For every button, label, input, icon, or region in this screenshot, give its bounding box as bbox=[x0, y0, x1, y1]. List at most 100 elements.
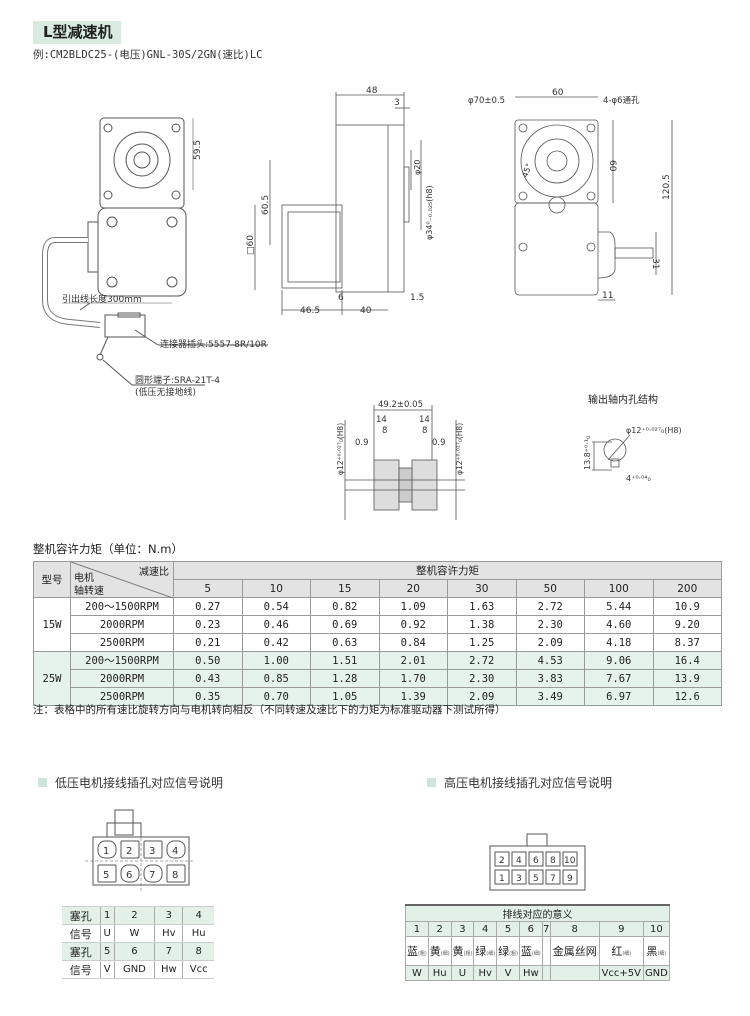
dim-bore-left: φ12⁺⁰·⁰²⁷₀(H8) bbox=[336, 423, 345, 475]
svg-text:6: 6 bbox=[126, 870, 132, 881]
dim-120-5: 120.5 bbox=[662, 174, 672, 200]
motor-side-view: 48 3 φ20 φ34⁰₋₀.₀₂₅(h8) 60.5 □60 6 1.5 4… bbox=[246, 86, 434, 316]
ratio-header: 100 bbox=[584, 579, 654, 598]
svg-text:2: 2 bbox=[126, 846, 132, 857]
svg-text:8: 8 bbox=[550, 856, 556, 866]
connector-pin: 3 bbox=[143, 840, 163, 859]
row-label: 信号 bbox=[62, 960, 101, 979]
speed-cell: 200～1500RPM bbox=[70, 651, 174, 670]
signal-value: W bbox=[113, 924, 155, 943]
torque-value: 0.92 bbox=[378, 615, 448, 634]
torque-value: 2.30 bbox=[447, 669, 517, 688]
dimension-drawings: 59.5 48 3 φ20 φ34⁰₋₀.₀₂₅(h8) 60.5 □60 6 … bbox=[42, 86, 682, 520]
ratio-header: 10 bbox=[241, 579, 311, 598]
torque-value: 1.09 bbox=[378, 597, 448, 616]
model-cell: 25W bbox=[33, 651, 71, 706]
wire-color: 黄(粗) bbox=[450, 936, 475, 966]
svg-text:3: 3 bbox=[149, 846, 155, 857]
torque-value: 1.05 bbox=[310, 687, 380, 706]
torque-value: 2.72 bbox=[447, 651, 517, 670]
pin-number: 3 bbox=[450, 921, 475, 937]
pin-number: 4 bbox=[182, 906, 214, 925]
connector-pin: 2 bbox=[494, 851, 510, 867]
dim-13-8: 13.8⁺⁰·¹₀ bbox=[583, 436, 592, 470]
torque-value: 2.72 bbox=[515, 597, 585, 616]
torque-value: 9.20 bbox=[652, 615, 722, 634]
pin-number: 9 bbox=[598, 921, 644, 937]
svg-text:2: 2 bbox=[499, 856, 505, 866]
section-marker-icon bbox=[38, 778, 47, 787]
dim-59-5: 59.5 bbox=[193, 140, 203, 160]
ratio-header: 15 bbox=[310, 579, 380, 598]
header-model: 型号 bbox=[33, 561, 71, 598]
connector-pin: 4 bbox=[166, 840, 186, 859]
signal-value: Hw bbox=[154, 960, 183, 979]
svg-text:8: 8 bbox=[172, 870, 178, 881]
wire-gauge: (细) bbox=[657, 951, 667, 957]
bearing-section-view: 49.2±0.05 14 14 8 8 0.9 0.9 φ12⁺⁰·⁰²⁷₀(H… bbox=[336, 400, 465, 520]
wire-color-name: 蓝 bbox=[406, 945, 418, 958]
torque-value: 1.51 bbox=[310, 651, 380, 670]
row-label: 信号 bbox=[62, 924, 101, 943]
connector-pin: 5 bbox=[97, 864, 117, 883]
svg-text:7: 7 bbox=[550, 874, 556, 884]
speed-cell: 2000RPM bbox=[70, 615, 174, 634]
torque-value: 0.54 bbox=[241, 597, 311, 616]
svg-text:9: 9 bbox=[567, 874, 573, 884]
torque-value: 0.63 bbox=[310, 633, 380, 652]
torque-value: 13.9 bbox=[652, 669, 722, 688]
torque-value: 16.4 bbox=[652, 651, 722, 670]
pin-number: 6 bbox=[518, 921, 543, 937]
torque-value: 8.37 bbox=[652, 633, 722, 652]
torque-value: 6.97 bbox=[584, 687, 654, 706]
torque-value: 10.9 bbox=[652, 597, 722, 616]
lead-length-label: 引出线长度300mm bbox=[62, 295, 142, 305]
connector-label: 连接器插头:5557-8R/10R bbox=[160, 340, 267, 350]
torque-value: 1.63 bbox=[447, 597, 517, 616]
torque-value: 4.53 bbox=[515, 651, 585, 670]
wire-color: 蓝(粗) bbox=[405, 936, 429, 966]
connector-pin: 7 bbox=[545, 869, 561, 885]
connector-pin: 1 bbox=[494, 869, 510, 885]
header-ratio-speed: 减速比 电机 轴转速 bbox=[70, 561, 174, 598]
signal-value: Hw bbox=[518, 965, 543, 981]
torque-value: 4.18 bbox=[584, 633, 654, 652]
speed-cell: 2500RPM bbox=[70, 687, 174, 706]
dim-45: 45° bbox=[520, 162, 533, 178]
wire-color-name: 黄 bbox=[429, 945, 441, 958]
wire-color-name: 绿 bbox=[498, 945, 510, 958]
torque-value: 0.69 bbox=[310, 615, 380, 634]
header-torque-group: 整机容许力矩 bbox=[173, 561, 722, 580]
dim-8-left: 8 bbox=[382, 426, 387, 436]
wire-gauge: (细) bbox=[486, 951, 496, 957]
signal-value bbox=[549, 965, 600, 981]
signal-value: Vcc+5V bbox=[598, 965, 644, 981]
dim-holes: 4-φ6通孔 bbox=[603, 95, 640, 106]
dim-14-left: 14 bbox=[376, 415, 387, 425]
svg-text:5: 5 bbox=[533, 874, 539, 884]
connector-pin: 5 bbox=[528, 869, 544, 885]
ratio-header: 5 bbox=[173, 579, 243, 598]
terminal-note: (低压无接地线) bbox=[135, 388, 197, 398]
wire-color-name: 绿 bbox=[475, 945, 487, 958]
dim-square-60: □60 bbox=[246, 235, 256, 255]
svg-text:5: 5 bbox=[103, 870, 109, 881]
torque-value: 1.39 bbox=[378, 687, 448, 706]
dim-48: 48 bbox=[366, 86, 378, 96]
torque-value: 0.27 bbox=[173, 597, 243, 616]
header-speed-1: 电机 bbox=[74, 573, 94, 584]
dim-0-9-left: 0.9 bbox=[355, 438, 369, 448]
ratio-header: 30 bbox=[447, 579, 517, 598]
pin-number: 7 bbox=[154, 942, 183, 961]
dim-49-2: 49.2±0.05 bbox=[378, 400, 423, 410]
torque-value: 5.44 bbox=[584, 597, 654, 616]
connector-pin: 3 bbox=[511, 869, 527, 885]
